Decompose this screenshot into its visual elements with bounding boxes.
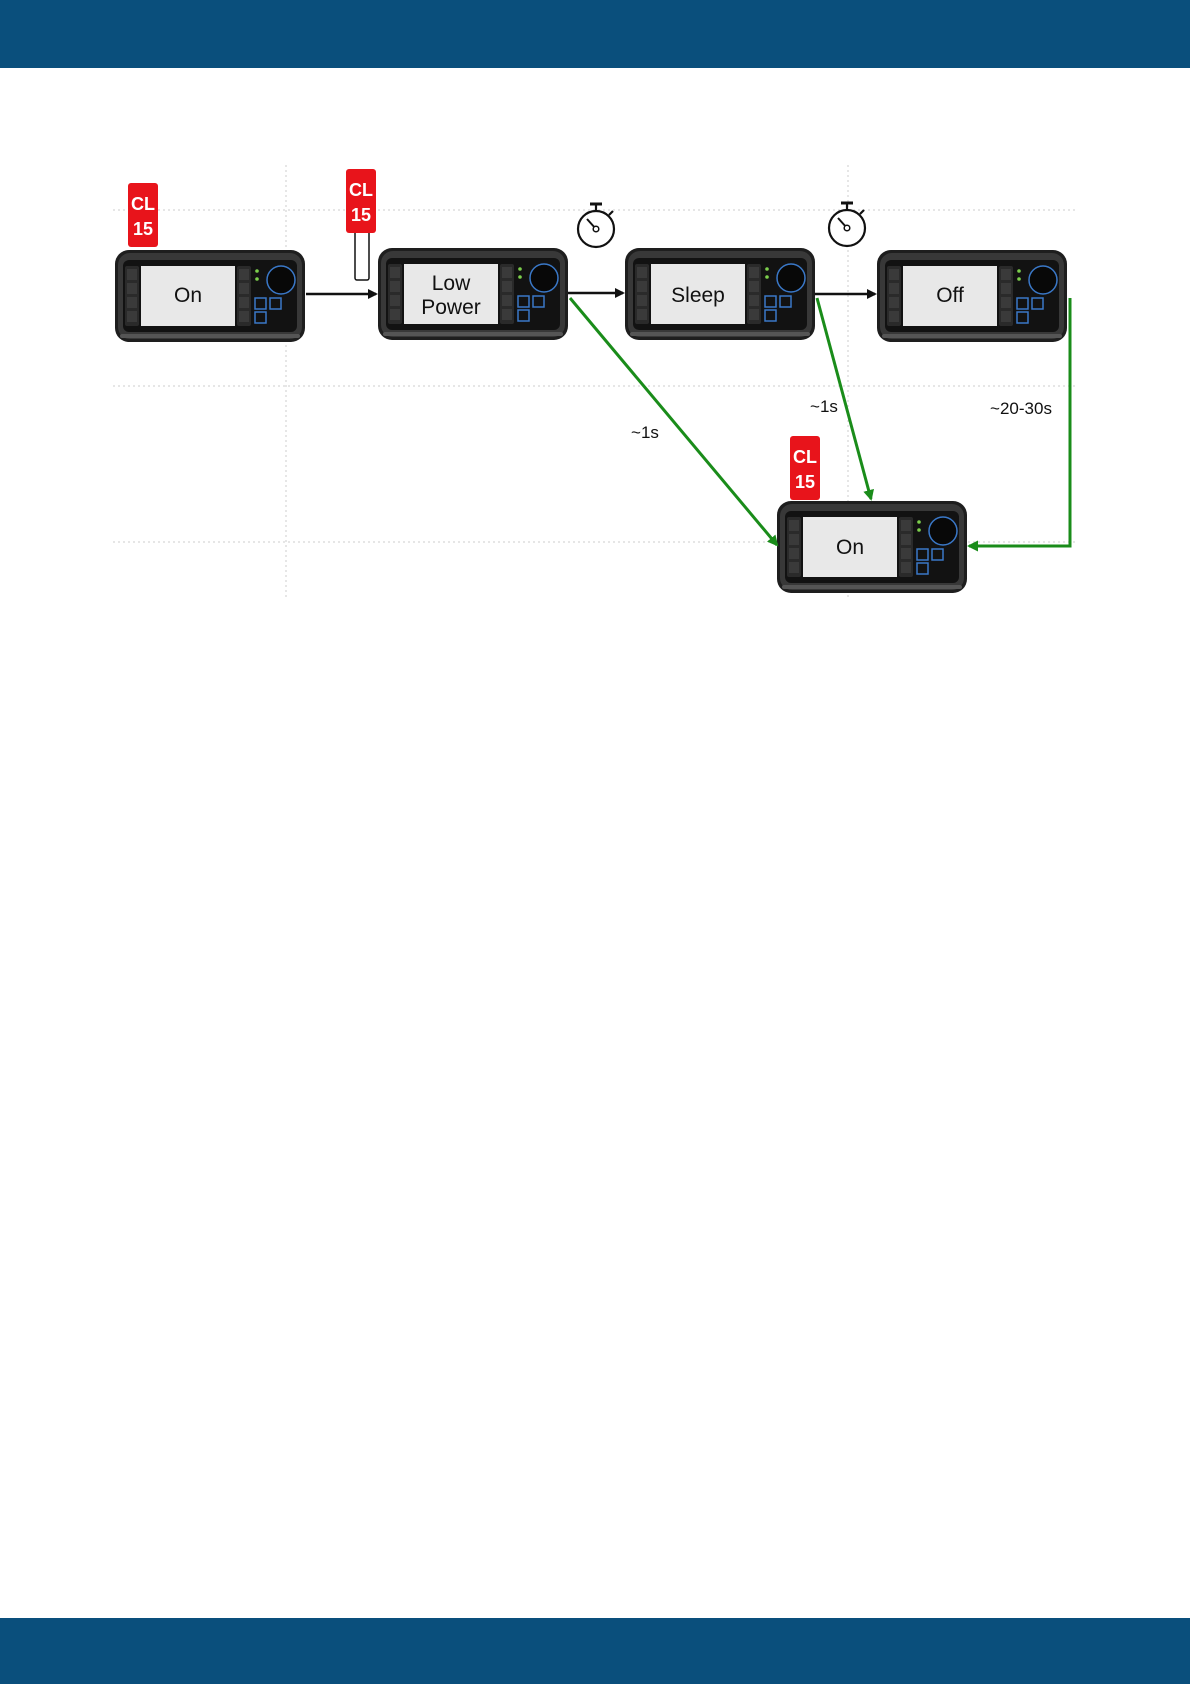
device-panel-icon (378, 248, 568, 340)
footer-bar (0, 1618, 1190, 1684)
state-low-power: Low Power (378, 248, 568, 340)
device-panel-icon (877, 250, 1067, 342)
state-on-initial: On (115, 250, 305, 342)
state-label: Off (936, 284, 964, 307)
state-label: On (174, 284, 202, 307)
key-icon (355, 227, 369, 280)
badge-line2: 15 (351, 205, 371, 225)
badge-line1: CL (131, 194, 155, 214)
timing-label: ~1s (810, 397, 838, 416)
badge-line2: 15 (133, 219, 153, 239)
state-off: Off (877, 250, 1067, 342)
cl15-badge: CL 15 (128, 183, 158, 247)
state-label-line2: Power (421, 296, 481, 319)
state-label: Sleep (671, 284, 725, 307)
state-sleep: Sleep (625, 248, 815, 340)
badge-line2: 15 (795, 472, 815, 492)
cl15-badge-with-key: CL 15 (346, 169, 376, 280)
device-panel-icon (777, 501, 967, 593)
device-panel-icon (115, 250, 305, 342)
cl15-badge: CL 15 (790, 436, 820, 500)
badge-line1: CL (793, 447, 817, 467)
timing-label: ~1s (631, 423, 659, 442)
state-on-wake: On (777, 501, 967, 593)
state-label: On (836, 536, 864, 559)
timing-label: ~20-30s (990, 399, 1052, 418)
stopwatch-icon (829, 203, 865, 246)
state-label: Low (432, 272, 471, 295)
badge-line1: CL (349, 180, 373, 200)
